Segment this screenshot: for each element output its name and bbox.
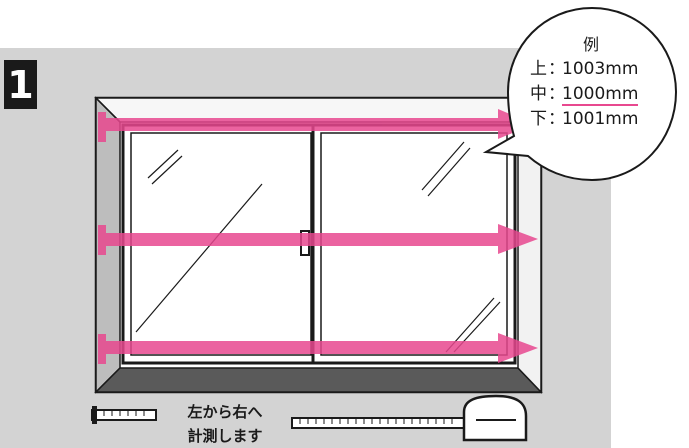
step-number-badge: 1 — [4, 60, 37, 109]
measurement-bottom-label: 下 — [530, 109, 547, 129]
measurement-bottom-value: 1001mm — [562, 109, 639, 129]
measure-caption: 左から右へ 計測します — [170, 400, 280, 448]
measurement-top-label: 上 — [530, 59, 547, 79]
measure-arrow-bottom — [98, 333, 538, 364]
measurement-middle-separator: ： — [548, 84, 565, 104]
caption-line-1: 左から右へ — [187, 403, 263, 421]
example-values: 例 上：1003mm 中：1000mm 下：1001mm — [506, 34, 676, 132]
measurement-top-value: 1003mm — [562, 59, 639, 79]
step-number: 1 — [7, 62, 34, 107]
example-title: 例 — [582, 35, 599, 54]
tape-measure-icon — [91, 394, 528, 442]
measurement-middle: 中：1000mm — [506, 82, 676, 107]
measurement-bottom: 下：1001mm — [506, 107, 676, 132]
measurement-top-separator: ： — [548, 59, 565, 79]
speech-bubble — [482, 6, 678, 182]
caption-line-2: 計測します — [187, 427, 263, 445]
measurement-middle-label: 中 — [530, 84, 547, 104]
measurement-top: 上：1003mm — [506, 57, 676, 82]
measurement-bottom-separator: ： — [548, 109, 565, 129]
measurement-middle-value: 1000mm — [562, 84, 639, 106]
measure-arrow-middle — [98, 224, 538, 255]
